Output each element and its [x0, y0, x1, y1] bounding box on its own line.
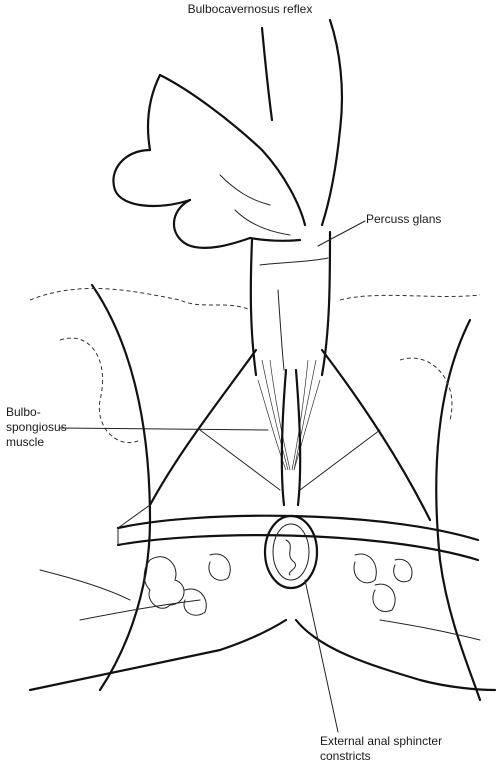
- label-bulbospongiosus: Bulbo- spongiosus muscle: [6, 405, 67, 450]
- thigh-outlines: [29, 283, 482, 702]
- label-bulbo-line3: muscle: [6, 435, 45, 449]
- label-external-anal-sphincter: External anal sphincter constricts: [320, 734, 442, 764]
- external-leader: [304, 579, 339, 733]
- label-external-line1: External anal sphincter: [320, 734, 443, 748]
- figure-title: Bulbocavernosus reflex: [187, 2, 313, 16]
- shaft-drawing: [249, 230, 332, 377]
- fat-lobules: [143, 553, 413, 616]
- label-bulbo-line1: Bulbo-: [6, 405, 41, 419]
- label-bulbo-line2: spongiosus: [6, 420, 67, 434]
- label-percuss-glans: Percuss glans: [366, 212, 442, 226]
- lower-contour: [28, 569, 497, 692]
- leader-lines: [59, 220, 366, 733]
- bulbospongiosus-fibers: [257, 359, 321, 507]
- bulbo-leader: [59, 427, 269, 431]
- label-external-line2: constricts: [320, 749, 371, 763]
- hand-drawing: [112, 18, 344, 249]
- anal-sphincter: [263, 514, 319, 590]
- percuss-leader: [317, 220, 366, 247]
